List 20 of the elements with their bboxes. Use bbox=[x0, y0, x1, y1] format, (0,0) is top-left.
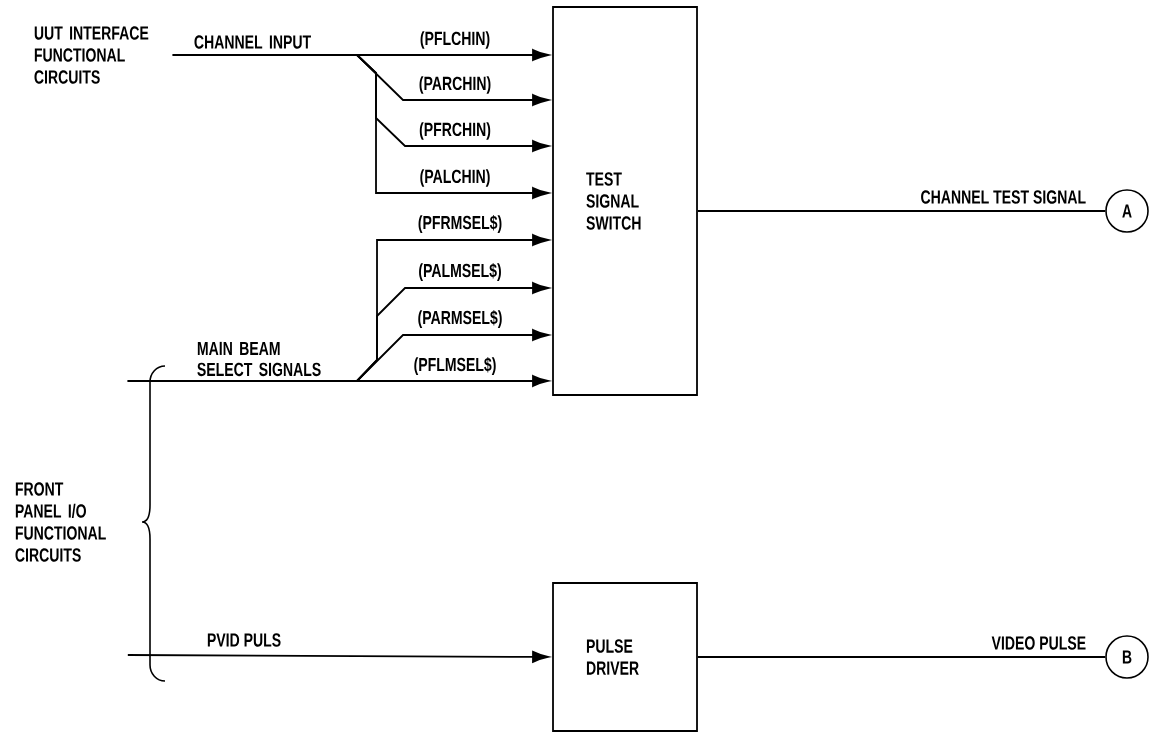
edge-label: CHANNEL TEST SIGNAL bbox=[919, 189, 1088, 205]
block-box: TEST SIGNAL SWITCH bbox=[552, 6, 698, 396]
block-box: PULSE DRIVER bbox=[552, 582, 698, 732]
arrow bbox=[126, 375, 549, 387]
arrow bbox=[171, 54, 549, 199]
edge-label: (PFRCHIN) bbox=[418, 121, 492, 141]
edge-label: (PARCHIN) bbox=[417, 75, 493, 95]
arrow bbox=[126, 650, 549, 663]
edge-label: (PALCHIN) bbox=[418, 168, 492, 188]
edge-label: (PALMSEL$) bbox=[417, 261, 503, 282]
bracketed-label: FRONT PANEL I/O FUNCTIONAL CIRCUITS bbox=[15, 365, 166, 682]
signal-label: CHANNEL INPUT bbox=[194, 35, 311, 49]
edge-label: (PARMSEL$) bbox=[416, 308, 504, 329]
block-label: UUT INTERFACE FUNCTIONAL CIRCUITS bbox=[34, 26, 149, 84]
edge-label: (PFLCHIN) bbox=[418, 30, 492, 50]
edge-label: (PFLMSEL$) bbox=[412, 356, 498, 376]
edge-label: PVID PULS bbox=[205, 632, 283, 648]
edge-label: (PFRMSEL$) bbox=[416, 213, 504, 234]
signal-label: MAIN BEAM SELECT SIGNALS bbox=[197, 341, 321, 377]
edge-label: VIDEO PULSE bbox=[990, 635, 1088, 651]
